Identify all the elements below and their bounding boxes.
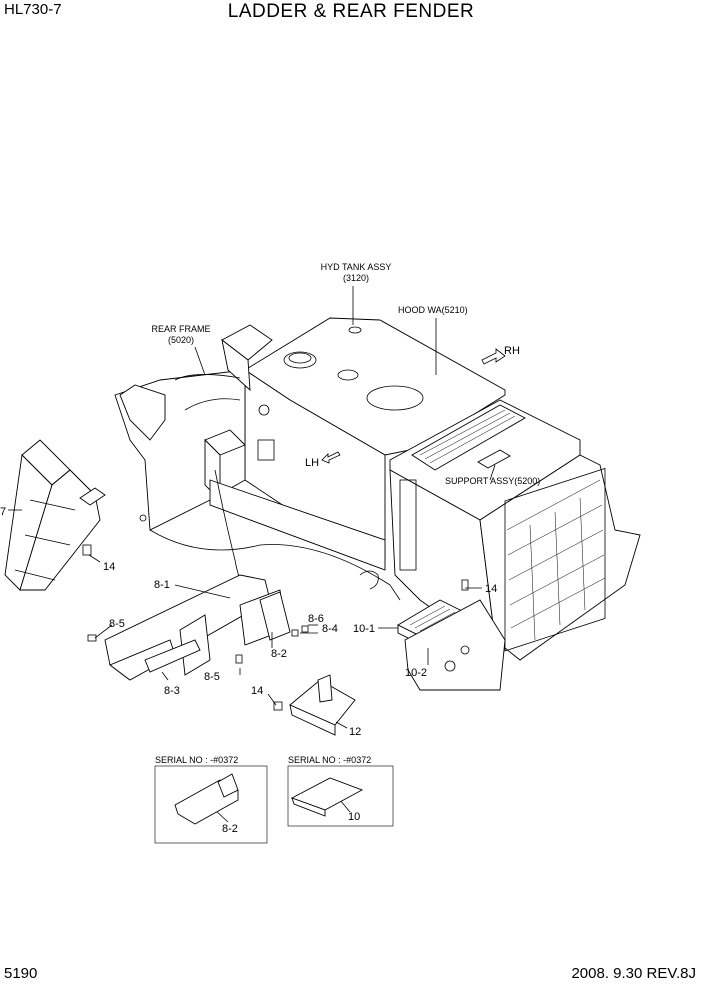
callout-8-4: 8-4 [322, 623, 338, 635]
callout-7: 7 [0, 506, 6, 518]
hood-label: HOOD WA(5210) [398, 305, 468, 315]
step-12-drawing [273, 674, 356, 736]
hyd-tank-code: (3120) [343, 273, 369, 283]
rear-frame-label: REAR FRAME [151, 324, 210, 334]
revision-date: 2008. 9.30 REV.8J [571, 965, 696, 982]
rh-label: RH [504, 345, 520, 357]
callout-10-1: 10-1 [353, 623, 375, 635]
serial-inset-right: SERIAL NO : -#0372 10 [287, 755, 394, 827]
rear-body-drawing [114, 317, 641, 661]
serial-part-right: 10 [348, 811, 360, 823]
callout-8-1: 8-1 [154, 579, 170, 591]
callout-10-2: 10-2 [405, 667, 427, 679]
step-plate-drawing [397, 599, 506, 691]
hyd-tank-label: HYD TANK ASSY [321, 262, 392, 272]
callout-14-ladder: 14 [103, 561, 115, 573]
callout-14-step: 14 [251, 685, 263, 697]
callout-8-3: 8-3 [164, 685, 180, 697]
support-assy-label: SUPPORT ASSY(5200) [445, 476, 540, 486]
callout-12: 12 [349, 726, 361, 738]
rear-frame-code: (5020) [168, 335, 194, 345]
page-number: 5190 [4, 965, 38, 982]
serial-inset-left: SERIAL NO : -#0372 8-2 [154, 755, 268, 844]
ladder-drawing [4, 439, 106, 591]
callout-8-6: 8-6 [308, 613, 324, 625]
model-number: HL730-7 [4, 1, 62, 18]
callout-14-body: 14 [485, 583, 497, 595]
serial-heading-right: SERIAL NO : -#0372 [288, 755, 371, 765]
page-title: LADDER & REAR FENDER [227, 1, 475, 22]
serial-part-left: 8-2 [222, 823, 238, 835]
leader-lines [8, 286, 496, 823]
fender-bracket-drawing [87, 574, 309, 681]
callout-8-5-right: 8-5 [204, 671, 220, 683]
lh-label: LH [305, 457, 319, 469]
serial-heading-left: SERIAL NO : -#0372 [155, 755, 238, 765]
callout-8-5-left: 8-5 [109, 618, 125, 630]
callout-8-2: 8-2 [271, 648, 287, 660]
